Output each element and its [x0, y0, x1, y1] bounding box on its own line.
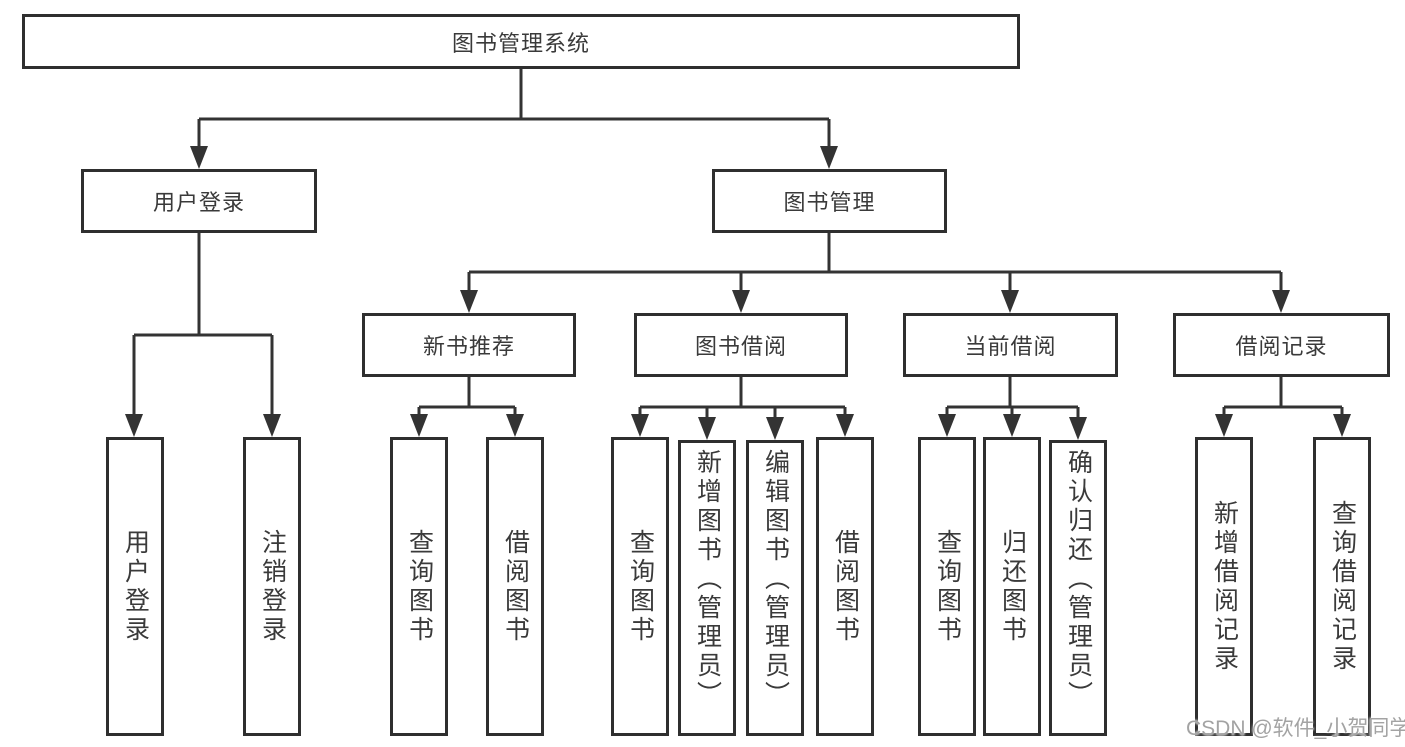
- node-label: 用户登录: [121, 528, 150, 645]
- leaf-query-books-recommend: 查询图书: [390, 437, 448, 736]
- node-book-management: 图书管理: [712, 169, 947, 233]
- node-label: 图书借阅: [694, 334, 787, 359]
- node-label: 新书推荐: [422, 334, 515, 359]
- node-label: 查询借阅记录: [1328, 499, 1357, 674]
- leaf-query-books-borrow: 查询图书: [611, 437, 669, 736]
- node-label: 编辑图书（管理员）: [761, 449, 790, 710]
- node-label: 新增借阅记录: [1210, 499, 1239, 674]
- node-label: 查询图书: [405, 528, 434, 645]
- leaf-edit-book-admin: 编辑图书（管理员）: [746, 440, 804, 736]
- leaf-borrow-books: 借阅图书: [816, 437, 874, 736]
- leaf-add-borrow-record: 新增借阅记录: [1195, 437, 1253, 736]
- node-borrow-records: 借阅记录: [1173, 313, 1390, 377]
- node-label: 借阅记录: [1235, 334, 1328, 359]
- leaf-query-books-current: 查询图书: [918, 437, 976, 736]
- node-current-borrow: 当前借阅: [903, 313, 1118, 377]
- node-label: 注销登录: [258, 528, 287, 645]
- node-label: 归还图书: [998, 528, 1027, 645]
- leaf-return-book: 归还图书: [983, 437, 1041, 736]
- node-label: 图书管理: [783, 190, 876, 215]
- leaf-add-book-admin: 新增图书（管理员）: [678, 440, 736, 736]
- node-library-management-system: 图书管理系统: [22, 14, 1020, 69]
- leaf-query-borrow-record: 查询借阅记录: [1313, 437, 1371, 736]
- node-label: 查询图书: [626, 528, 655, 645]
- node-label: 当前借阅: [964, 334, 1057, 359]
- node-label: 新增图书（管理员）: [693, 449, 722, 710]
- leaf-confirm-return-admin: 确认归还（管理员）: [1049, 440, 1107, 736]
- node-label: 用户登录: [152, 190, 245, 215]
- node-label: 图书管理系统: [451, 30, 590, 56]
- leaf-logout: 注销登录: [243, 437, 301, 736]
- csdn-watermark: CSDN @软件_小贺同学: [1186, 717, 1405, 740]
- node-label: 确认归还（管理员）: [1064, 449, 1093, 710]
- node-new-book-recommend: 新书推荐: [362, 313, 576, 377]
- leaf-user-login: 用户登录: [106, 437, 164, 736]
- node-label: 借阅图书: [831, 528, 860, 645]
- leaf-borrow-books-recommend: 借阅图书: [486, 437, 544, 736]
- node-label: 借阅图书: [501, 528, 530, 645]
- node-user-login: 用户登录: [81, 169, 317, 233]
- node-book-borrow: 图书借阅: [634, 313, 848, 377]
- node-label: 查询图书: [933, 528, 962, 645]
